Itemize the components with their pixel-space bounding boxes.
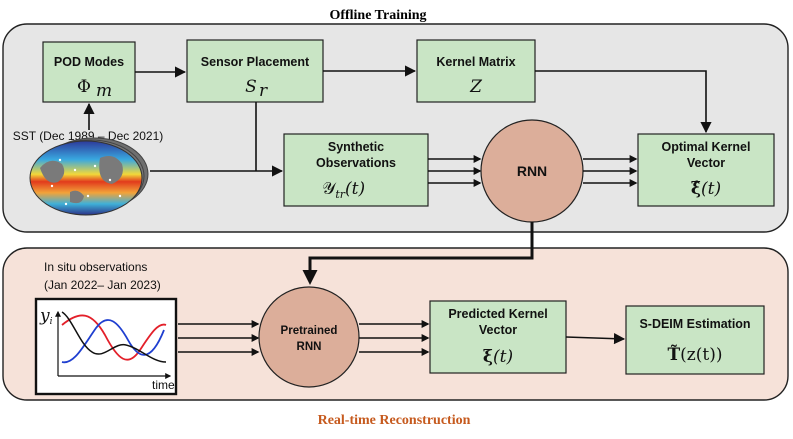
sdeim-title: S-DEIM Estimation <box>639 317 750 331</box>
rnn-label: RNN <box>517 163 547 179</box>
synthetic-observations-symbol: 𝒴tr(t) <box>322 179 365 201</box>
arrow-kernel-to-optimal <box>535 70 712 134</box>
predicted-kernel-symbol: ξ(t) <box>483 347 513 367</box>
arrow-rnn-to-pretrained <box>302 222 534 285</box>
pretrained-rnn-node: Pretrained RNN <box>258 286 360 388</box>
kernel-matrix-title: Kernel Matrix <box>436 55 515 69</box>
sdeim-estimation-box: S-DEIM Estimation T̃(z(t)) <box>625 305 765 375</box>
plot-ylabel: yi <box>39 306 53 327</box>
plot-curve-red <box>61 314 167 361</box>
plot-curve-black <box>61 311 167 363</box>
optimal-kernel-title-1: Optimal Kernel <box>662 140 751 154</box>
pod-modes-box: POD Modes Φ m <box>42 41 136 103</box>
sensor-placement-subscript: r <box>259 81 268 101</box>
sensor-placement-box: Sensor Placement S r <box>186 39 324 103</box>
arrow-predicted-to-sdeim <box>565 333 626 345</box>
pretrained-rnn-label-2: RNN <box>297 341 322 353</box>
kernel-matrix-symbol: Z <box>469 77 483 97</box>
realtime-section-title: Real-time Reconstruction <box>318 413 471 428</box>
sdeim-symbol: T̃(z(t)) <box>668 345 723 365</box>
predicted-kernel-title-2: Vector <box>479 323 517 337</box>
offline-section-title: Offline Training <box>329 8 426 23</box>
synthetic-observations-title-2: Observations <box>316 156 396 170</box>
sensor-placement-title: Sensor Placement <box>201 55 310 69</box>
plot-xlabel: time <box>152 378 175 392</box>
optimal-kernel-symbol: ξ̂(t) <box>691 179 721 199</box>
kernel-matrix-box: Kernel Matrix Z <box>416 39 536 103</box>
rnn-node: RNN <box>480 119 584 223</box>
synthetic-observations-box: Synthetic Observations 𝒴tr(t) <box>283 133 429 207</box>
sst-globe-image <box>29 137 149 216</box>
predicted-kernel-vector-box: Predicted Kernel Vector ξ(t) <box>429 300 567 374</box>
pod-modes-subscript: m <box>96 81 112 101</box>
insitu-plot: yi time <box>34 297 178 396</box>
synthetic-observations-title-1: Synthetic <box>328 140 384 154</box>
sensor-placement-symbol: S <box>245 77 257 97</box>
sst-label: SST (Dec 1989 – Dec 2021) <box>13 129 164 143</box>
predicted-kernel-title-1: Predicted Kernel <box>448 307 547 321</box>
pod-modes-title: POD Modes <box>54 55 124 69</box>
optimal-kernel-title-2: Vector <box>687 156 725 170</box>
pretrained-rnn-label-1: Pretrained <box>281 325 338 337</box>
optimal-kernel-vector-box: Optimal Kernel Vector ξ̂(t) <box>637 133 775 207</box>
insitu-label-1: In situ observations <box>44 260 147 274</box>
pod-modes-symbol: Φ <box>77 77 91 97</box>
insitu-label-2: (Jan 2022– Jan 2023) <box>44 278 161 292</box>
